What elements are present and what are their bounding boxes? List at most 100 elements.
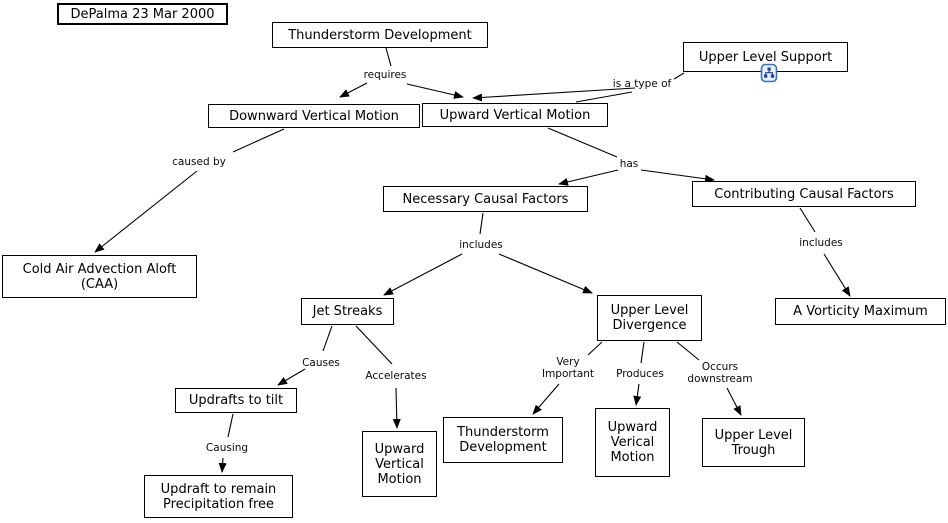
concept-downward-vertical-motion[interactable]: Downward Vertical Motion <box>208 104 420 128</box>
concept-label-line: Thunderstorm <box>457 425 549 440</box>
link-label-has[interactable]: has <box>620 158 639 170</box>
link-label-caused-by[interactable]: caused by <box>172 156 226 168</box>
concept-label-line: Jet Streaks <box>312 304 383 319</box>
link-label-causes[interactable]: Causes <box>302 357 340 369</box>
edge-occurs-to-trough <box>726 387 742 416</box>
link-label-requires[interactable]: requires <box>364 69 407 81</box>
edge-contributing-to-includes <box>799 207 816 233</box>
edge-necessary-to-includes <box>479 212 484 235</box>
concept-jet-streaks[interactable]: Jet Streaks <box>301 298 394 325</box>
link-label-line: Important <box>541 368 595 380</box>
concept-label-line: Necessary Causal Factors <box>402 191 569 207</box>
concept-label-line: Cold Air Advection Aloft <box>22 261 177 277</box>
edge-jet-streaks-to-causes <box>322 325 333 352</box>
edge-divergence-to-occurs <box>676 341 700 361</box>
concept-label-line: DePalma 23 Mar 2000 <box>70 6 215 22</box>
edge-causes-to-updrafts <box>277 368 306 386</box>
link-label-includes-right[interactable]: includes <box>799 237 843 249</box>
concept-label-line: Precipitation free <box>162 496 275 512</box>
concept-label-line: Trough <box>731 442 776 458</box>
concept-label-line: Upper Level Support <box>698 49 833 65</box>
concept-a-vorticity-maximum[interactable]: A Vorticity Maximum <box>775 298 946 325</box>
link-label-line: downstream <box>687 373 753 385</box>
link-label-line: Accelerates <box>365 370 427 382</box>
edge-accelerates-to-upward-vm2 <box>392 387 401 429</box>
concept-label-line: Divergence <box>612 318 687 333</box>
concept-thunderstorm-development[interactable]: Thunderstorm Development <box>272 22 488 48</box>
concept-label-line: (CAA) <box>80 276 119 292</box>
link-label-line: caused by <box>172 156 226 168</box>
edge-updrafts-to-causing <box>227 413 234 438</box>
edge-is-a-type-of-to-support <box>673 72 685 80</box>
linked-cmap-icon[interactable] <box>760 63 778 83</box>
concept-updrafts-to-tilt[interactable]: Updrafts to tilt <box>175 388 297 413</box>
concept-upward-vertical-motion[interactable]: Upward Vertical Motion <box>422 103 608 127</box>
concept-label-line: Vertical <box>375 456 424 472</box>
link-label-line: Occurs <box>701 361 739 373</box>
edge-includes-to-divergence <box>498 253 593 294</box>
concept-label-line: Updraft to remain <box>160 481 277 497</box>
link-label-line: is a type of <box>612 78 672 90</box>
edge-requires-to-upward <box>406 83 464 99</box>
link-label-produces[interactable]: Produces <box>616 368 664 380</box>
edge-upward-to-has <box>547 127 618 158</box>
concept-necessary-causal-factors[interactable]: Necessary Causal Factors <box>383 186 588 212</box>
link-label-is-a-type-of[interactable]: is a type of <box>613 78 671 90</box>
concept-label-line: Downward Vertical Motion <box>229 108 399 124</box>
concept-label-line: Thunderstorm Development <box>288 27 472 43</box>
concept-label-line: A Vorticity Maximum <box>793 304 928 319</box>
link-label-line: Causes <box>302 357 340 369</box>
edge-includes-to-vorticity <box>823 253 851 297</box>
link-label-includes-left[interactable]: includes <box>459 239 503 251</box>
link-label-line: includes <box>459 239 503 251</box>
concept-label-line: Upward <box>607 420 658 435</box>
edge-thunderstorm-to-requires <box>385 47 392 67</box>
link-label-causing[interactable]: Causing <box>206 442 248 454</box>
link-label-line: Produces <box>616 368 664 380</box>
concept-label-line: Development <box>459 440 547 455</box>
concept-label-line: Upper Level <box>714 427 793 443</box>
link-label-line: Causing <box>205 442 249 454</box>
concept-cold-air-advection-aloft[interactable]: Cold Air Advection Aloft(CAA) <box>2 255 197 298</box>
edge-caused-by-to-cold-air <box>94 170 198 253</box>
edge-divergence-to-produces <box>640 341 645 364</box>
concept-upper-level-support[interactable]: Upper Level Support <box>683 42 848 72</box>
concept-label-line: Upward <box>374 441 425 457</box>
edge-has-to-necessary <box>558 169 619 186</box>
link-label-accelerates[interactable]: Accelerates <box>365 370 426 382</box>
edge-produces-to-upward-verical <box>633 383 642 406</box>
edge-jet-streaks-to-accelerates <box>355 325 393 365</box>
concept-author-note[interactable]: DePalma 23 Mar 2000 <box>57 3 228 25</box>
concept-contributing-causal-factors[interactable]: Contributing Causal Factors <box>692 181 916 207</box>
edge-requires-to-downward <box>339 82 368 98</box>
edge-has-to-contributing <box>640 169 715 183</box>
link-label-line: has <box>619 158 639 170</box>
concept-label-line: Motion <box>377 471 422 487</box>
edge-causing-to-updraft-remain <box>218 457 227 473</box>
concept-label-line: Motion <box>610 450 655 465</box>
link-label-line: includes <box>799 237 843 249</box>
concept-label-line: Upward Vertical Motion <box>439 107 591 123</box>
edge-includes-to-jet-streaks <box>383 253 463 296</box>
concept-label-line: Contributing Causal Factors <box>714 186 894 202</box>
edge-downward-to-caused-by <box>232 128 285 153</box>
edge-is-a-type-of-to-upward-arrow <box>472 87 636 102</box>
link-label-line: Very <box>556 356 580 368</box>
concept-label-line: Verical <box>610 435 655 450</box>
mini-tree-glyph <box>764 67 775 78</box>
concept-label-line: Updrafts to tilt <box>188 393 284 408</box>
concept-label-line: Upper Level <box>610 303 689 318</box>
edge-divergence-to-very-important <box>587 341 603 356</box>
link-label-line: requires <box>363 69 407 81</box>
edge-very-important-to-thunderstorm2 <box>532 383 560 415</box>
